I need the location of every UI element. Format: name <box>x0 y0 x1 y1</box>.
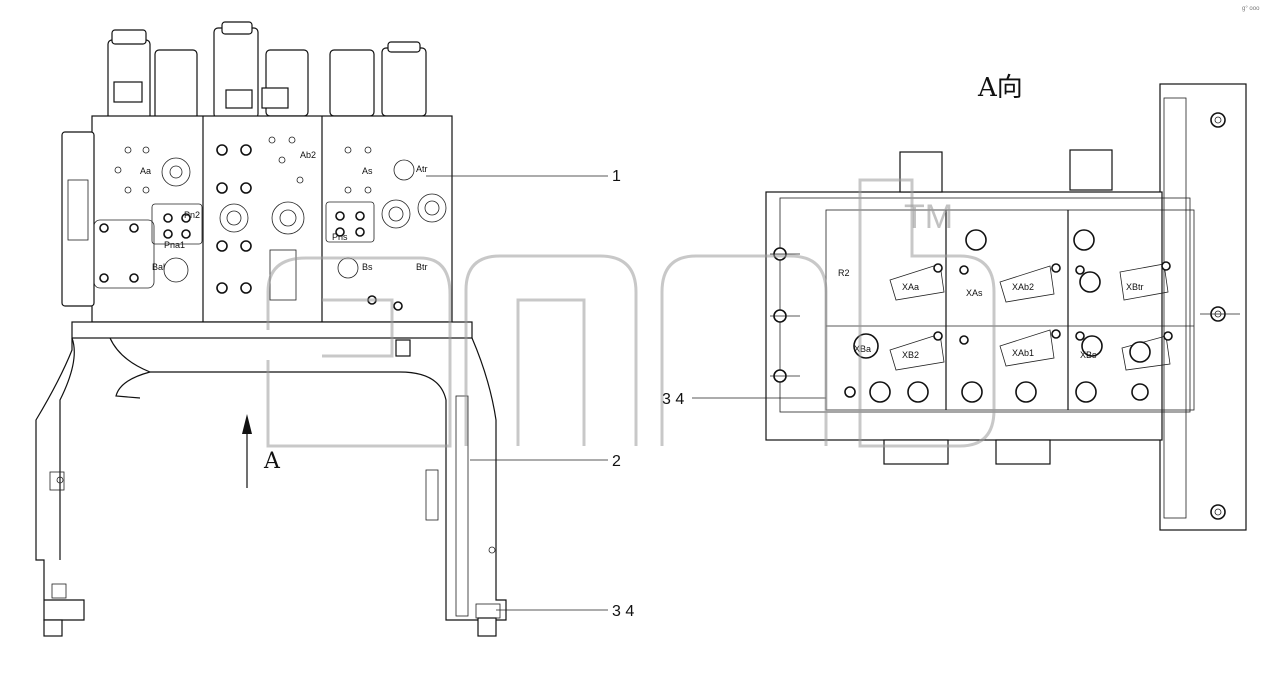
valve-bolts <box>844 229 1173 403</box>
callout-1: 1 <box>612 168 621 185</box>
port-label-xb2: XB2 <box>902 350 919 360</box>
side-mounting-plate <box>1159 83 1247 531</box>
port-label-pns: Pns <box>332 232 348 242</box>
left-view-valve-assembly: Aa Ab2 As Atr Bal Bs Btr Pna1 Pn2 Pns <box>35 21 634 637</box>
port-label-xbtr: XBtr <box>1126 282 1144 292</box>
port-label-xas: XAs <box>966 288 983 298</box>
port-label-pna1: Pna1 <box>164 240 185 250</box>
callouts-left: 1 2 3 4 <box>426 168 634 620</box>
section-3-ports <box>325 146 447 311</box>
corner-mark: g° ooo <box>1242 6 1260 12</box>
port-label-ab2: Ab2 <box>300 150 316 160</box>
port-label-pn2: Pn2 <box>184 210 200 220</box>
solenoid-caps <box>107 21 427 121</box>
port-label-aa: Aa <box>140 166 151 176</box>
port-label-btr: Btr <box>416 262 428 272</box>
callout-2: 2 <box>612 453 621 470</box>
section-1-ports <box>93 146 203 289</box>
view-title: A向 <box>977 73 1023 103</box>
port-label-xbs: XBs <box>1080 350 1097 360</box>
mounting-bracket <box>35 321 507 637</box>
callout-3-4-left: 3 4 <box>612 603 634 620</box>
watermark-logo: TM <box>266 178 996 448</box>
port-label-r2: R2 <box>838 268 850 278</box>
left-bolt-column <box>770 247 800 383</box>
right-view-a-direction: A向 <box>662 73 1247 531</box>
port-label-bs: Bs <box>362 262 373 272</box>
callout-3-4-right: 3 4 <box>662 391 684 408</box>
end-plate <box>61 131 95 307</box>
port-label-atr: Atr <box>416 164 428 174</box>
hex-fittings <box>113 81 289 109</box>
port-label-xaa: XAa <box>902 282 919 292</box>
view-arrow-label: A <box>263 449 281 474</box>
port-label-bal: Bal <box>152 262 165 272</box>
port-label-as: As <box>362 166 373 176</box>
view-direction-arrow: A <box>242 414 281 488</box>
watermark-tm: TM <box>904 198 953 236</box>
spool-caps <box>889 263 1171 371</box>
port-label-xba: XBa <box>854 344 871 354</box>
port-label-xab2: XAb2 <box>1012 282 1034 292</box>
port-label-xab1: XAb1 <box>1012 348 1034 358</box>
section-2-ports <box>216 136 305 301</box>
